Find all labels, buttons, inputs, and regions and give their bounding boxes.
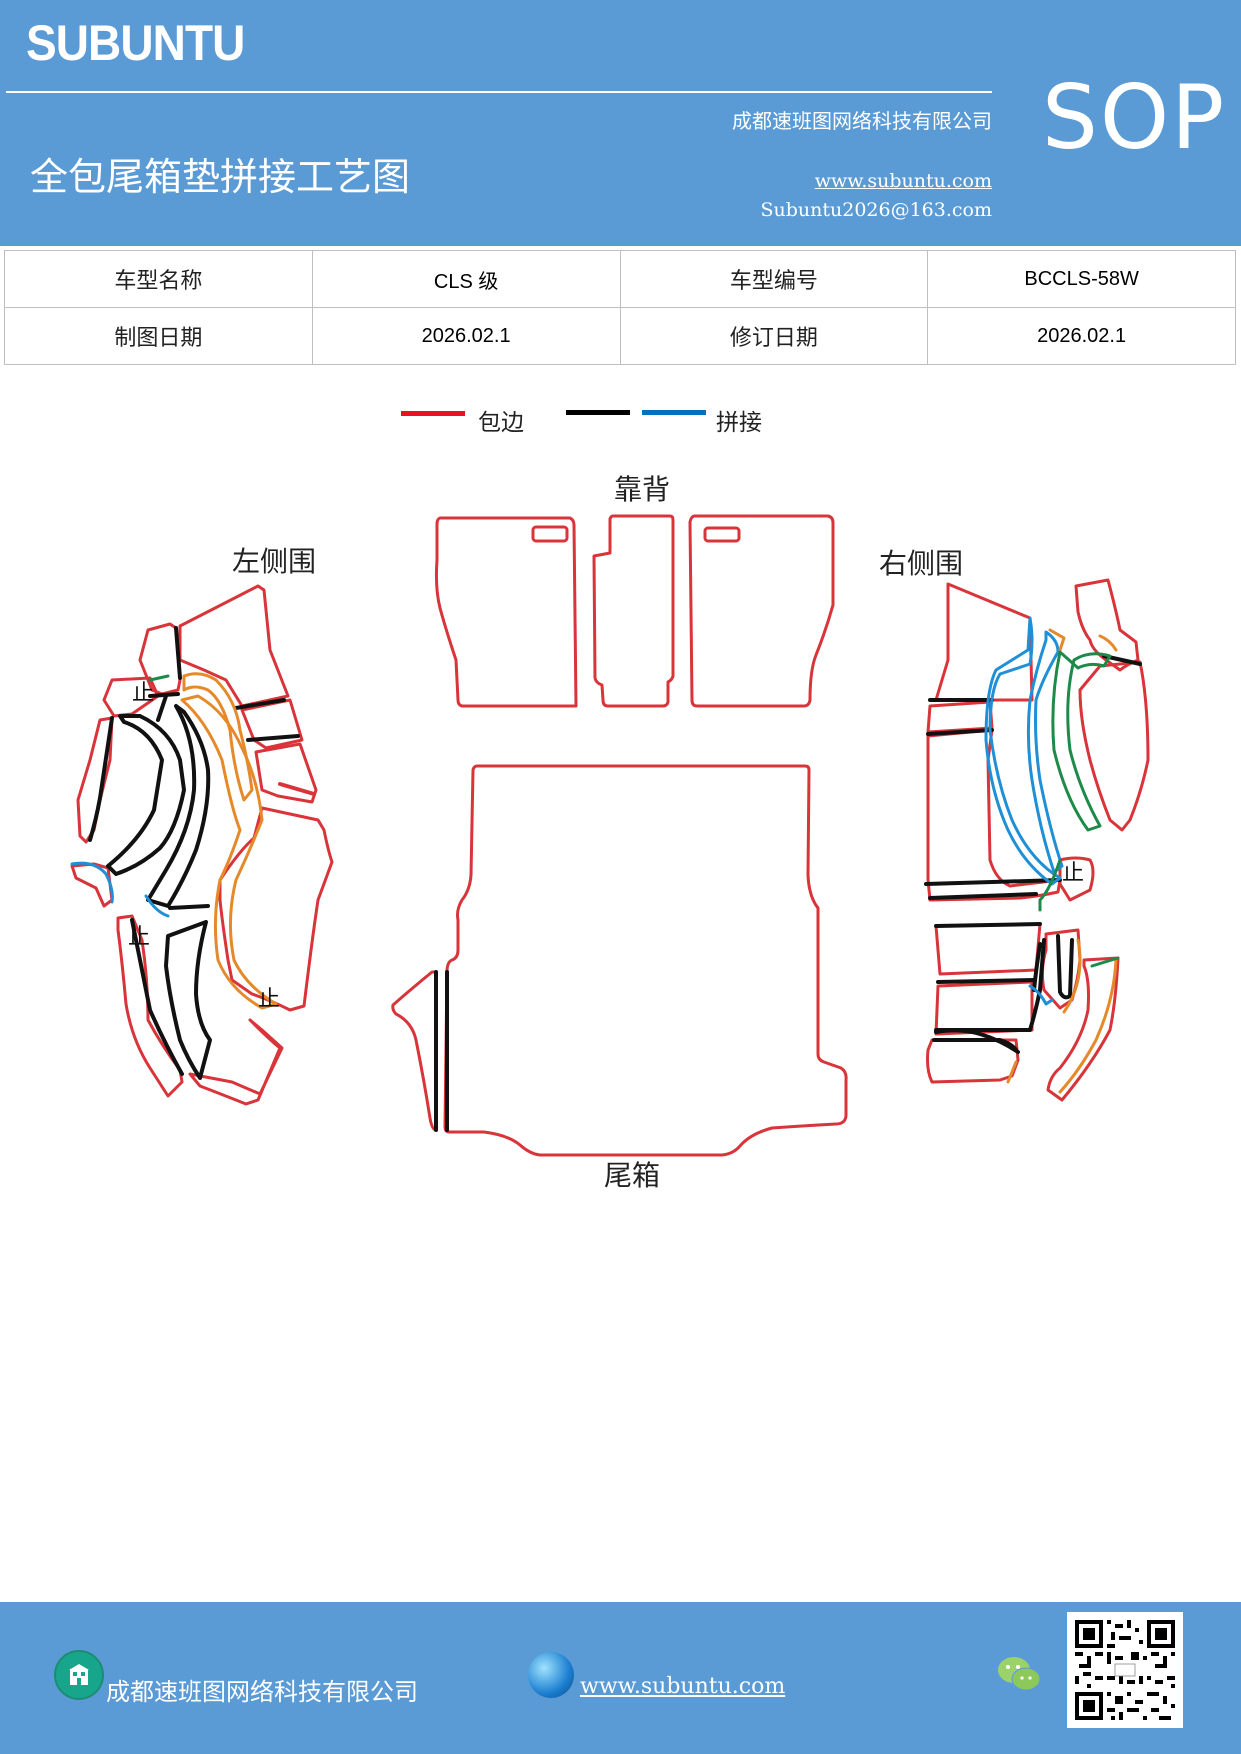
label-trunk: 尾箱	[604, 1159, 661, 1192]
model-code-label: 车型编号	[619, 250, 929, 308]
legend-black-line	[566, 410, 630, 415]
legend-red-line	[401, 411, 465, 416]
header-divider	[6, 91, 992, 93]
left-side-panel	[70, 584, 334, 1106]
stop-mark: 止	[132, 681, 154, 706]
backrest-center-panel	[592, 514, 675, 708]
footer-company-name: 成都速班图网络科技有限公司	[106, 1678, 418, 1706]
model-code-value: BCCLS-58W	[927, 250, 1236, 308]
backrest-right-slot	[703, 526, 741, 543]
legend-blue-line	[642, 410, 706, 415]
revision-date-value: 2026.02.1	[927, 307, 1236, 365]
draw-date-label: 制图日期	[4, 307, 313, 365]
header-banner: SUBUNTU 成都速班图网络科技有限公司 全包尾箱垫拼接工艺图 www.sub…	[0, 0, 1241, 246]
building-icon-shape	[69, 1664, 89, 1685]
label-right-side: 右侧围	[879, 547, 964, 580]
backrest-left-panel	[434, 516, 578, 708]
table-row: 车型名称 CLS 级 车型编号 BCCLS-58W	[4, 250, 1236, 308]
footer-website-link[interactable]: www.subuntu.com	[580, 1674, 786, 1699]
label-left-side: 左侧围	[232, 545, 317, 578]
revision-date-label: 修订日期	[619, 307, 929, 365]
stop-marks: 止 止 止 止	[128, 681, 1084, 1012]
company-name: 成都速班图网络科技有限公司	[732, 109, 992, 133]
wechat-icon[interactable]	[996, 1654, 1042, 1694]
email-address: Subuntu2026@163.com	[760, 199, 992, 221]
table-row: 制图日期 2026.02.1 修订日期 2026.02.1	[4, 307, 1236, 365]
page-title: 全包尾箱垫拼接工艺图	[30, 155, 411, 199]
stop-mark: 止	[1062, 861, 1084, 886]
website-link[interactable]: www.subuntu.com	[814, 170, 992, 192]
globe-icon	[528, 1652, 574, 1698]
legend-label-edging: 包边	[478, 410, 524, 436]
right-side-panel	[924, 578, 1150, 1102]
trunk-left-flap-edge	[391, 970, 438, 1132]
backrest-right-panel	[688, 514, 835, 708]
building-icon	[54, 1650, 104, 1700]
stop-mark: 止	[258, 987, 280, 1012]
backrest-left-slot	[531, 525, 569, 543]
qr-code-pattern	[1075, 1620, 1175, 1720]
qr-code	[1067, 1612, 1183, 1728]
trunk-floor-edge	[443, 764, 848, 1157]
brand-logo: SUBUNTU	[26, 15, 245, 71]
stop-mark: 止	[128, 925, 150, 950]
draw-date-value: 2026.02.1	[311, 307, 621, 365]
trunk-floor	[391, 764, 848, 1157]
model-name-label: 车型名称	[4, 250, 313, 308]
legend-label-splice: 拼接	[716, 410, 762, 436]
vehicle-info-table: 车型名称 CLS 级 车型编号 BCCLS-58W 制图日期 2026.02.1…	[4, 250, 1236, 365]
backrest-panels	[434, 514, 835, 708]
model-name-value: CLS 级	[311, 250, 621, 308]
footer-banner: 成都速班图网络科技有限公司 www.subuntu.com	[0, 1602, 1241, 1754]
sop-badge: SOP	[1042, 66, 1227, 169]
label-backrest: 靠背	[614, 473, 671, 506]
